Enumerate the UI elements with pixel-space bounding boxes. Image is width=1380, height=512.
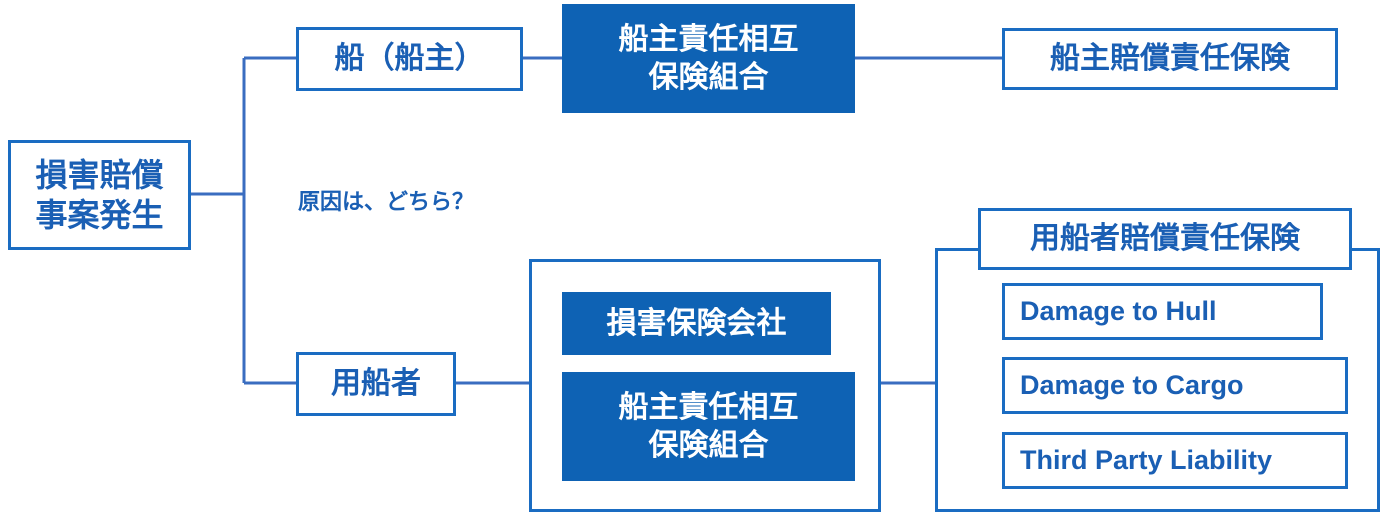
bottom-insurer-2-node: 船主責任相互 保険組合: [562, 372, 855, 481]
coverage-label: Damage to Hull: [1020, 295, 1217, 326]
coverage-item: Third Party Liability: [1002, 432, 1348, 489]
top-party-node: 船（船主）: [296, 27, 523, 91]
bottom-party-node: 用船者: [296, 352, 456, 416]
bottom-insurer-2-line2: 保険組合: [648, 427, 769, 463]
root-line2: 事案発生: [35, 196, 164, 234]
coverage-label: Third Party Liability: [1020, 444, 1273, 475]
bottom-insurance-node: 用船者賠償責任保険: [978, 208, 1352, 270]
bottom-insurer-2-line1: 船主責任相互: [618, 390, 799, 425]
coverage-label: Damage to Cargo: [1020, 369, 1244, 400]
top-party-label: 船（船主）: [334, 41, 485, 77]
root-line1: 損害賠償: [35, 156, 164, 194]
bottom-insurer-1-label: 損害保険会社: [606, 305, 787, 341]
bottom-party-label: 用船者: [331, 366, 421, 402]
top-insurance-node: 船主賠償責任保険: [1002, 28, 1338, 90]
top-insurer-line2: 保険組合: [648, 59, 769, 95]
root-node: 損害賠償 事案発生: [8, 140, 191, 250]
coverage-item: Damage to Cargo: [1002, 357, 1348, 414]
bottom-insurance-label: 用船者賠償責任保険: [1030, 221, 1300, 257]
top-insurer-node: 船主責任相互 保険組合: [562, 4, 855, 113]
top-insurer-line1: 船主責任相互: [618, 22, 799, 57]
bottom-insurer-1-node: 損害保険会社: [562, 292, 831, 355]
coverage-item: Damage to Hull: [1002, 283, 1323, 340]
question-text: 原因は、どちら？: [298, 190, 475, 215]
top-insurance-label: 船主賠償責任保険: [1050, 41, 1290, 77]
